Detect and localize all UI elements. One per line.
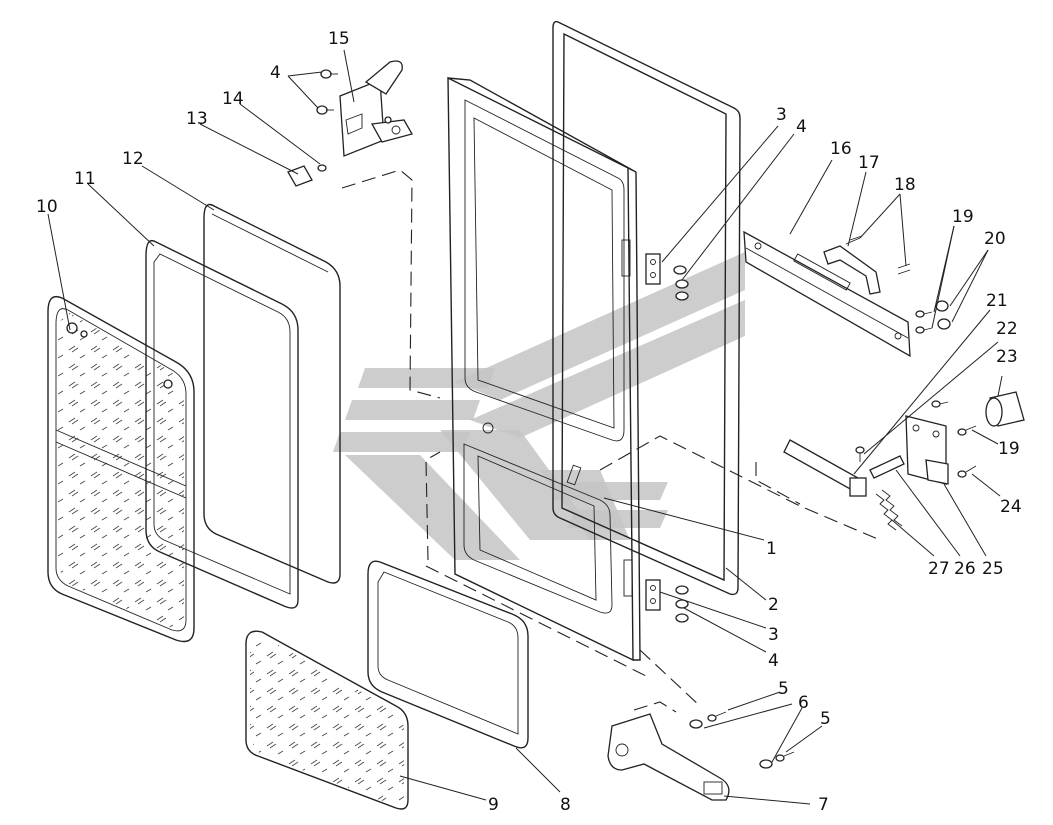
- part-13-clip: [287, 165, 313, 187]
- part-19-screws-lower: [931, 400, 977, 436]
- assembly-guide-lines: [341, 169, 881, 713]
- label-3-upper: 3: [776, 105, 787, 125]
- label-12: 12: [122, 149, 144, 169]
- part-8-lower-gasket: [367, 560, 529, 749]
- part-27-spring: [875, 489, 903, 531]
- part-24-screw: [957, 465, 977, 478]
- part-21-rod: [783, 439, 867, 497]
- part-7-door-handle: [607, 713, 730, 801]
- part-17-handle-bracket: [823, 245, 881, 295]
- label-9: 9: [488, 795, 499, 815]
- label-25: 25: [982, 559, 1004, 579]
- label-8: 8: [560, 795, 571, 815]
- label-24: 24: [1000, 497, 1022, 517]
- label-2: 2: [768, 595, 779, 615]
- part-3-hinge-upper: [645, 253, 661, 285]
- part-19-screws-upper: [915, 310, 933, 334]
- label-4-lock: 4: [270, 63, 281, 83]
- part-10-window-sash: [47, 295, 195, 643]
- label-10: 10: [36, 197, 58, 217]
- part-12-glass-pane: [203, 203, 341, 584]
- label-27: 27: [928, 559, 950, 579]
- label-23: 23: [996, 347, 1018, 367]
- label-7: 7: [818, 795, 829, 815]
- label-5-lower: 5: [820, 709, 831, 729]
- part-25-mounting-plate: [905, 415, 949, 485]
- label-6: 6: [798, 693, 809, 713]
- part-4-screws-upper: [673, 265, 689, 301]
- label-21: 21: [986, 291, 1008, 311]
- part-20-nuts: [935, 300, 951, 330]
- label-19-upper: 19: [952, 207, 974, 227]
- part-2-outer-seal: [552, 20, 741, 596]
- label-14: 14: [222, 89, 244, 109]
- part-14-nut: [317, 164, 327, 172]
- part-15-lock-mechanism: [339, 60, 413, 157]
- part-4-lock-screws: [316, 69, 338, 115]
- leader-lines: [47, 49, 1003, 805]
- label-3-lower: 3: [768, 625, 779, 645]
- label-4-lower: 4: [768, 651, 779, 671]
- label-18: 18: [894, 175, 916, 195]
- label-19-lower: 19: [998, 439, 1020, 459]
- label-13: 13: [186, 109, 208, 129]
- callout-labels: 15 4 14 13 12 11 10 3 4 16 17 18 19 20 2…: [36, 29, 1022, 815]
- part-1-door-panel: [447, 76, 641, 662]
- part-22-screw: [855, 446, 865, 462]
- part-23-roller: [985, 391, 1025, 427]
- part-16-bracket: [743, 230, 911, 358]
- label-5-upper: 5: [778, 679, 789, 699]
- label-26: 26: [954, 559, 976, 579]
- label-4-upper: 4: [796, 117, 807, 137]
- label-17: 17: [858, 153, 880, 173]
- part-18-screws: [845, 235, 911, 275]
- label-16: 16: [830, 139, 852, 159]
- part-3-hinge-lower: [645, 579, 661, 611]
- label-20: 20: [984, 229, 1006, 249]
- part-4-screws-lower: [675, 585, 689, 623]
- label-15: 15: [328, 29, 350, 49]
- label-22: 22: [996, 319, 1018, 339]
- part-26-pin: [869, 455, 905, 479]
- part-5-6-fasteners: [689, 711, 795, 769]
- part-9-lower-glass: [245, 630, 409, 810]
- label-1: 1: [766, 539, 777, 559]
- part-11-gasket: [145, 239, 299, 609]
- label-11: 11: [74, 169, 96, 189]
